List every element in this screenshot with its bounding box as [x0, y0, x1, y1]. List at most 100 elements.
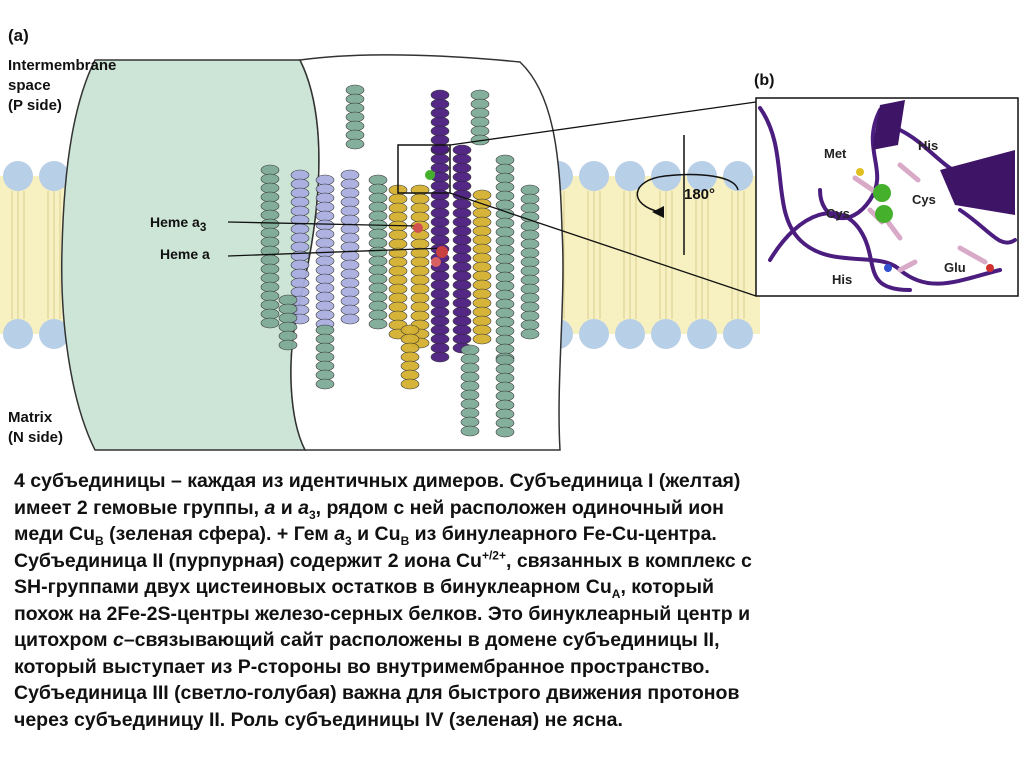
caption-line-5: SH-группами двух цистеиновых остатков в … — [14, 574, 1014, 601]
caption-italic: c — [112, 629, 124, 651]
rotation-arrow — [636, 173, 739, 213]
panel-b-sheet-2 — [872, 100, 905, 150]
matrix-line-1: Matrix — [8, 409, 53, 426]
alpha-helix — [460, 344, 480, 437]
alpha-helix — [472, 189, 492, 345]
caption-line-1: 4 субъединицы – каждая из идентичных дим… — [14, 470, 741, 492]
alpha-helix — [495, 354, 515, 438]
caption-text: цитохром — [14, 629, 113, 651]
caption-superscript: +/2+ — [481, 548, 506, 562]
matrix-line-2: (N side) — [8, 429, 64, 446]
intermembrane-line-3: (P side) — [8, 97, 62, 114]
heme-a3-text: Heme a — [150, 214, 200, 230]
alpha-helix — [495, 154, 515, 364]
lipid-head — [723, 161, 753, 191]
alpha-helix — [400, 324, 420, 390]
alpha-helix — [278, 294, 298, 351]
heme-a-site — [436, 246, 448, 258]
lipid-head — [3, 161, 33, 191]
panel-b-label: (b) — [754, 72, 775, 89]
caption-italic: a — [334, 523, 346, 545]
residue-cys-left: Cys — [826, 206, 850, 221]
alpha-helix — [368, 174, 388, 330]
caption-line-9: Субъединица III (светло-голубая) важна д… — [14, 682, 740, 704]
heme-a-pointer — [227, 247, 446, 257]
caption-text: , который — [620, 576, 714, 598]
residue-his-bottom: His — [832, 272, 853, 287]
caption-italic: a — [264, 496, 276, 519]
zoom-line-bottom — [449, 192, 757, 297]
lipid-head — [39, 161, 69, 191]
caption-line-6: похож на 2Fe-2S-центры железо-серных бел… — [14, 602, 751, 625]
alpha-helix — [315, 324, 335, 390]
panel-b-sheet — [940, 150, 1015, 215]
zoom-box — [397, 144, 451, 194]
lipid-head — [651, 319, 681, 349]
lipid-head — [579, 161, 609, 191]
alpha-helix — [452, 144, 472, 354]
alpha-helix — [520, 184, 540, 340]
caption-subscript: 3 — [345, 533, 352, 548]
caption-text: (зеленая сфера). + Гем — [103, 523, 335, 545]
caption-line-7: цитохром c–связывающий сайт расположены … — [14, 627, 1014, 654]
caption-subscript: B — [400, 533, 410, 548]
caption-text: –связывающий сайт расположены в домене с… — [123, 629, 720, 651]
caption-subscript: B — [95, 533, 104, 548]
intermembrane-label: Intermembrane space (P side) — [8, 56, 116, 116]
heme-a-label: Heme a — [160, 246, 210, 262]
alpha-helix — [388, 184, 408, 340]
caption-text: , рядом с ней расположен одиночный ион — [315, 496, 724, 519]
rotation-label: 180° — [684, 186, 716, 203]
alpha-helix — [260, 164, 280, 329]
figure: (a) Intermembrane space (P side) Matrix … — [0, 26, 1019, 451]
caption-line-4: Субъединица II (пурпурная) содержит 2 ио… — [14, 548, 1014, 575]
alpha-helix — [345, 84, 365, 150]
residue-his-top: His — [918, 138, 939, 153]
lipid-head — [615, 319, 645, 349]
caption-line-10: через субъединицу II. Роль субъединицы I… — [14, 708, 623, 731]
heme-a-site-2 — [431, 257, 441, 267]
protein-illustration — [0, 54, 1019, 451]
lipid-head — [3, 319, 33, 349]
his-nitrogen — [884, 264, 892, 272]
copper-sphere-a — [425, 170, 435, 180]
caption-text: и Cu — [351, 523, 401, 545]
heme-a3-label: Heme a3 — [150, 214, 206, 234]
heme-a3-subscript: 3 — [199, 220, 207, 234]
alpha-helix — [470, 89, 490, 146]
alpha-helix — [290, 169, 310, 325]
caption-text: меди Cu — [14, 523, 96, 545]
caption-text: имеет 2 гемовые группы, — [14, 496, 265, 519]
alpha-helix — [315, 174, 335, 330]
intermembrane-line-2: space — [8, 77, 51, 94]
lipid-head — [687, 319, 717, 349]
residue-glu: Glu — [944, 260, 966, 275]
helix-layer — [260, 84, 540, 438]
cu-a-ion-2 — [875, 205, 893, 223]
residue-cys-right: Cys — [912, 192, 936, 207]
panel-a-label: (a) — [8, 26, 29, 45]
lipid-head — [723, 319, 753, 349]
lipid-head — [615, 161, 645, 191]
matrix-label: Matrix (N side) — [8, 408, 63, 448]
intermembrane-line-1: Intermembrane — [8, 57, 117, 74]
caption-italic: a — [298, 496, 309, 519]
caption-text: из бинулеарного Fe-Cu-центра. — [409, 523, 717, 545]
panel-b-ribbons — [758, 106, 1017, 292]
cu-a-ion-1 — [873, 184, 891, 202]
caption-subscript: 3 — [308, 507, 316, 522]
heme-a3-pointer — [227, 221, 419, 227]
caption-text: Субъединица II (пурпурная) содержит 2 ио… — [14, 549, 482, 572]
caption-subscript: A — [611, 586, 621, 601]
caption-line-2: имеет 2 гемовые группы, a и a3, рядом с … — [14, 495, 1014, 522]
met-sulfur — [856, 168, 864, 176]
caption-line-3: меди CuB (зеленая сфера). + Гем a3 и CuB… — [14, 521, 1014, 548]
caption-text: , связанных в комплекс с — [506, 549, 752, 572]
rotation-arrowhead — [652, 206, 664, 218]
residue-met: Met — [824, 146, 847, 161]
heme-a3-site — [413, 223, 423, 233]
caption-line-8: который выступает из P-стороны во внутри… — [14, 655, 710, 678]
lipid-head — [579, 319, 609, 349]
glu-oxygen — [986, 264, 994, 272]
caption: 4 субъединицы – каждая из идентичных дим… — [14, 468, 1014, 733]
